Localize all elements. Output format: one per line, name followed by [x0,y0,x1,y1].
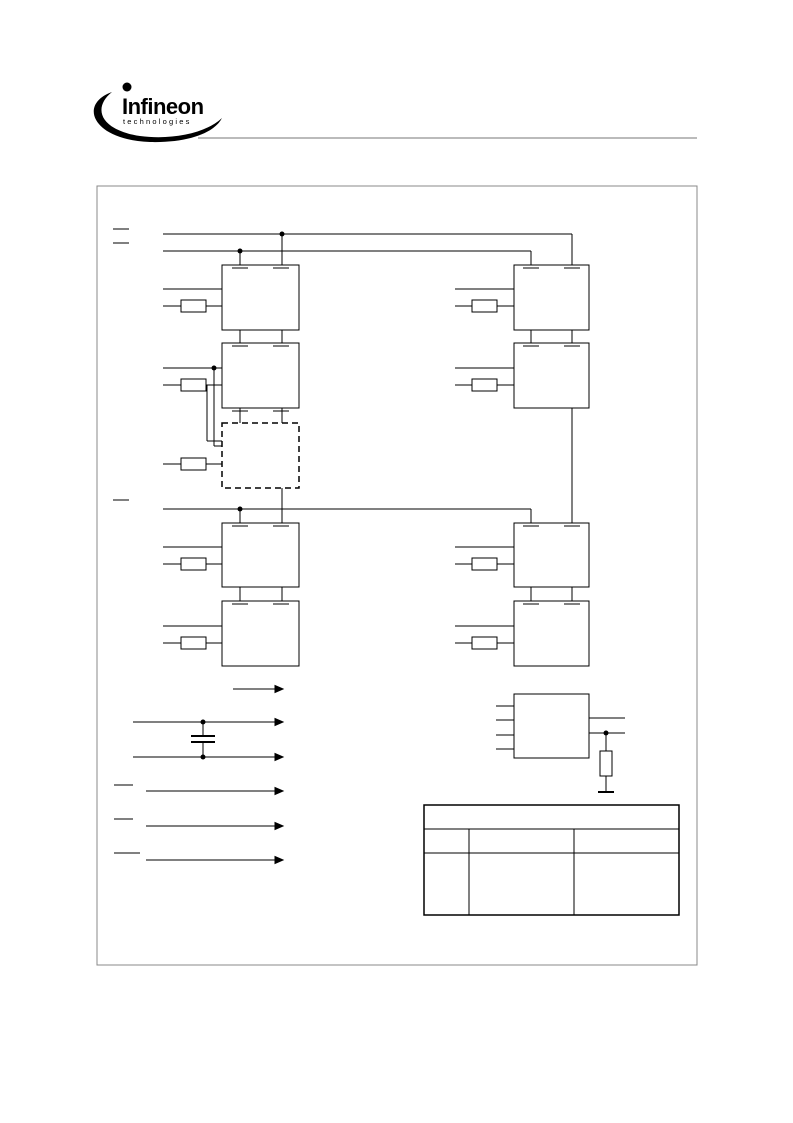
signal-arrows [133,684,285,865]
diagram-frame [96,185,698,966]
memory-chip-left-4 [163,600,300,667]
memory-chip-right-3 [455,522,590,588]
memory-chip-left-2 [163,342,300,409]
resistor [471,378,498,392]
memory-chip-right-4 [455,600,590,667]
infineon-logo: Infineon technologies [93,82,223,143]
junction-dot [237,248,243,254]
memory-chip-left-1 [163,264,300,331]
resistor [180,636,207,650]
decoupling-capacitor [191,719,215,760]
memory-chip-left-3 [163,522,300,588]
junction-dot [237,506,243,512]
configuration-table [423,804,680,916]
logo-swoosh [93,92,223,143]
logo-dot [122,82,132,92]
optional-memory-chip-dashed [163,422,300,489]
resistor [180,557,207,571]
buffer-chip [496,693,625,793]
resistor [599,750,613,777]
schematic [113,228,680,916]
resistor [180,299,207,313]
resistor [471,636,498,650]
resistor [471,557,498,571]
resistor [180,378,207,392]
memory-chip-right-1 [455,264,590,331]
logo-tagline: technologies [123,117,192,126]
resistor [180,457,207,471]
memory-chip-right-2 [455,342,590,409]
resistor [471,299,498,313]
logo-name: Infineon [122,94,204,119]
junction-dot [279,231,285,237]
